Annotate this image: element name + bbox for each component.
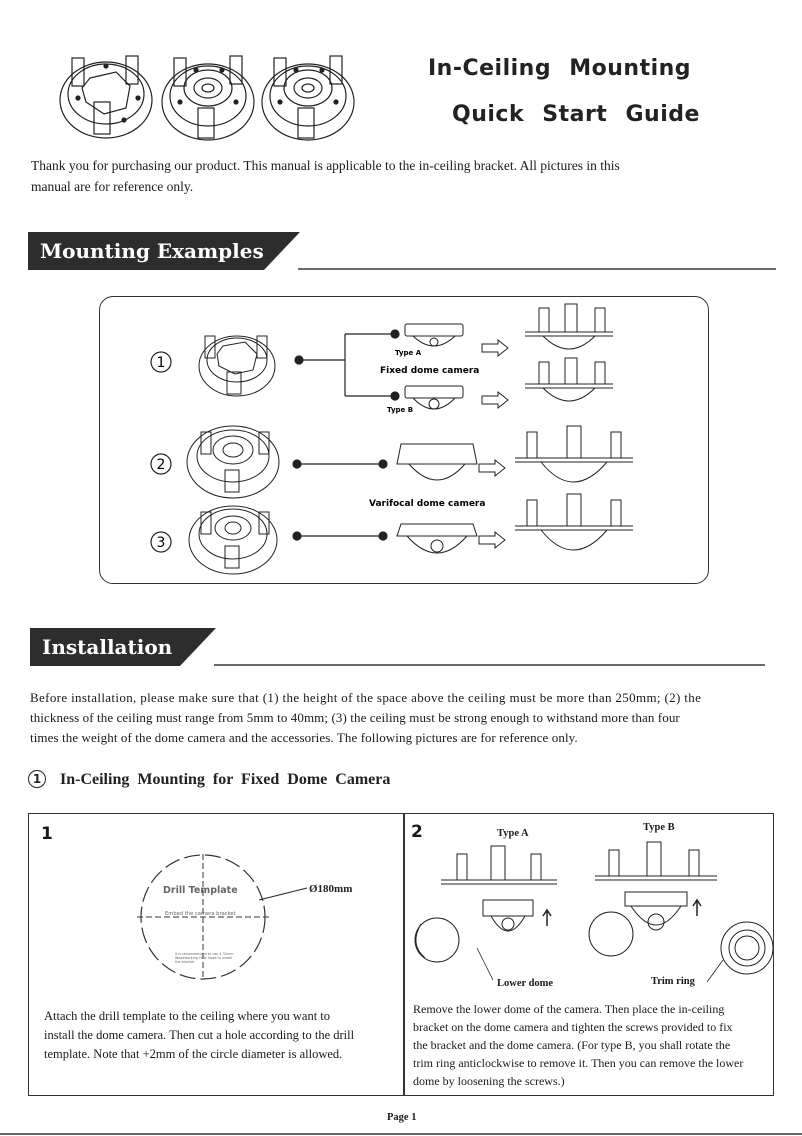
installation-line3: times the weight of the dome camera and …	[30, 730, 578, 745]
step2-label-lower-dome: Lower dome	[497, 978, 554, 989]
intro-line1: Thank you for purchasing our product. Th…	[31, 158, 620, 173]
intro-line2: manual are for reference only.	[31, 179, 194, 194]
step2-text: Remove the lower dome of the camera. The…	[413, 1000, 773, 1090]
step2-label-trim-ring: Trim ring	[651, 976, 695, 987]
step2-illustration	[414, 841, 773, 983]
example-number-2: 2	[150, 453, 172, 475]
subsection-heading: 1 In-Ceiling Mounting for Fixed Dome Came…	[28, 770, 390, 789]
drill-diameter-label: Ø180mm	[309, 883, 352, 895]
example-number-1: 1	[150, 351, 172, 373]
drill-template-note: It is recommended to use 4 32mm Woodwork…	[175, 952, 234, 964]
arrow-icon	[481, 338, 509, 358]
svg-text:1: 1	[157, 355, 166, 371]
fixed-dome-camera-type-b	[404, 385, 464, 410]
svg-text:2: 2	[157, 457, 166, 473]
steps-divider	[403, 814, 405, 1095]
step2-line1: Remove the lower dome of the camera. The…	[413, 1002, 725, 1016]
label-type-a: Type A	[395, 349, 422, 357]
bottom-rule	[0, 1133, 802, 1135]
section-rule	[298, 268, 776, 270]
example-bracket-3	[188, 505, 278, 575]
subsection-title: In-Ceiling Mounting for Fixed Dome Camer…	[60, 771, 391, 788]
step2-line3: the bracket and the dome camera. (For ty…	[413, 1038, 731, 1052]
installation-paragraph: Before installation, please make sure th…	[30, 688, 770, 748]
section-banner-mounting-examples: Mounting Examples	[28, 232, 776, 270]
subsection-number: 1	[28, 770, 46, 788]
installation-line2: thickness of the ceiling must range from…	[30, 710, 680, 725]
varifocal-dome-camera-1	[396, 443, 478, 481]
section-title-installation: Installation	[30, 628, 216, 666]
step1-line3: template. Note that +2mm of the circle d…	[44, 1047, 343, 1061]
drill-template-title: Drill Template	[163, 885, 238, 896]
drill-template-illustration: Drill Template Embed the camera bracket …	[137, 854, 352, 980]
step2-number: 2	[411, 822, 423, 842]
arrow-icon	[478, 530, 506, 550]
mounting-examples-diagram: 1 2 3	[150, 303, 633, 575]
example-bracket-1	[198, 335, 276, 397]
bracket-illustration-1	[59, 55, 153, 139]
guide-title-line1: In-Ceiling Mounting	[428, 56, 692, 81]
step2-line4: trim ring anticlockwise to remove it. Th…	[413, 1056, 744, 1070]
arrow-icon	[478, 458, 506, 478]
step2-line5: dome by loosening the screws.)	[413, 1074, 565, 1088]
step2-label-type-a: Type A	[497, 828, 529, 839]
intro-paragraph: Thank you for purchasing our product. Th…	[31, 155, 691, 197]
mounted-result-2	[525, 357, 613, 402]
drill-template-subtitle: Embed the camera bracket	[165, 911, 236, 917]
step1-line2: install the dome camera. Then cut a hole…	[44, 1028, 355, 1042]
section-banner-installation: Installation	[30, 628, 765, 666]
example-bracket-2	[186, 425, 280, 499]
step1-text: Attach the drill template to the ceiling…	[44, 1007, 394, 1064]
step2-label-type-b: Type B	[643, 822, 675, 833]
connector-lines	[292, 329, 400, 541]
section-rule	[214, 664, 765, 666]
section-title-mounting-examples: Mounting Examples	[28, 232, 300, 270]
installation-line1: Before installation, please make sure th…	[30, 690, 702, 705]
svg-text:3: 3	[157, 535, 166, 551]
arrow-icon	[481, 390, 509, 410]
label-varifocal-dome-camera: Varifocal dome camera	[369, 499, 485, 509]
bracket-illustrations	[59, 55, 355, 141]
step1-line1: Attach the drill template to the ceiling…	[44, 1009, 331, 1023]
bracket-illustration-2	[161, 55, 255, 141]
fixed-dome-camera-type-a	[404, 323, 464, 347]
label-fixed-dome-camera: Fixed dome camera	[380, 366, 479, 376]
type-a-assembly	[414, 845, 557, 963]
label-type-b: Type B	[387, 406, 413, 414]
mounting-examples-box	[99, 296, 709, 584]
step1-number: 1	[41, 824, 53, 844]
mounted-result-4	[515, 493, 633, 551]
mounted-result-1	[525, 303, 613, 350]
type-b-assembly	[588, 841, 773, 975]
arrow-icons	[478, 338, 509, 550]
varifocal-dome-camera-2	[396, 523, 478, 554]
example-number-3: 3	[150, 531, 172, 553]
mounted-result-3	[515, 425, 633, 483]
guide-title-line2: Quick Start Guide	[452, 102, 700, 127]
bracket-illustration-3	[261, 55, 355, 141]
steps-table: 1 Drill Template Embed the camera bracke…	[28, 813, 774, 1096]
page-number: Page 1	[387, 1112, 417, 1123]
step2-line2: bracket on the dome camera and tighten t…	[413, 1020, 733, 1034]
